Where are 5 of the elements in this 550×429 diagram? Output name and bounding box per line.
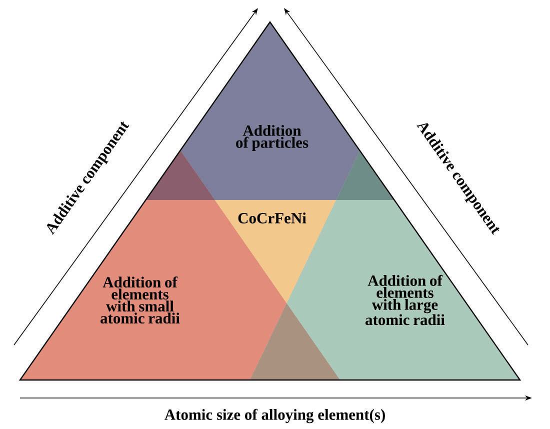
axis-label: Atomic size of alloying element(s) — [164, 408, 385, 424]
region-label: CoCrFeNi — [238, 212, 306, 224]
region-label: Addition of elements with large atomic radii — [366, 274, 445, 326]
region-label: Addition of elements with small atomic radii — [100, 276, 180, 324]
region-label: Addition of particles — [236, 124, 308, 152]
